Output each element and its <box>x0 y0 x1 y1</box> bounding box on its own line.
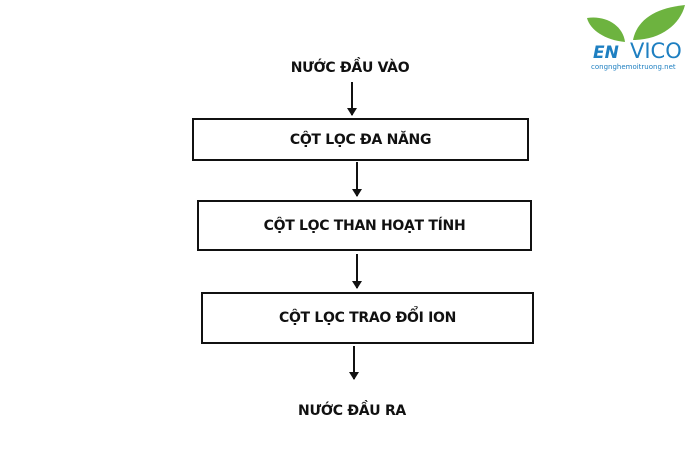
input-label: NƯỚC ĐẦU VÀO <box>290 60 410 76</box>
arrow-down <box>347 82 357 116</box>
svg-text:EN: EN <box>593 43 619 63</box>
svg-text:VICO: VICO <box>630 39 682 63</box>
arrow-down <box>352 254 362 289</box>
step-box-ion-exchange-filter: CỘT LỌC TRAO ĐỔI ION <box>201 292 534 344</box>
step-box-activated-carbon-filter: CỘT LỌC THAN HOẠT TÍNH <box>197 200 532 251</box>
step-box-multimedia-filter: CỘT LỌC ĐA NĂNG <box>192 118 529 161</box>
arrow-down <box>352 162 362 197</box>
output-label: NƯỚC ĐẦU RA <box>298 403 406 419</box>
svg-text:congnghemoitruong.net: congnghemoitruong.net <box>591 63 676 71</box>
arrow-down <box>349 346 359 380</box>
envico-logo: EN VICO congnghemoitruong.net <box>587 5 685 71</box>
